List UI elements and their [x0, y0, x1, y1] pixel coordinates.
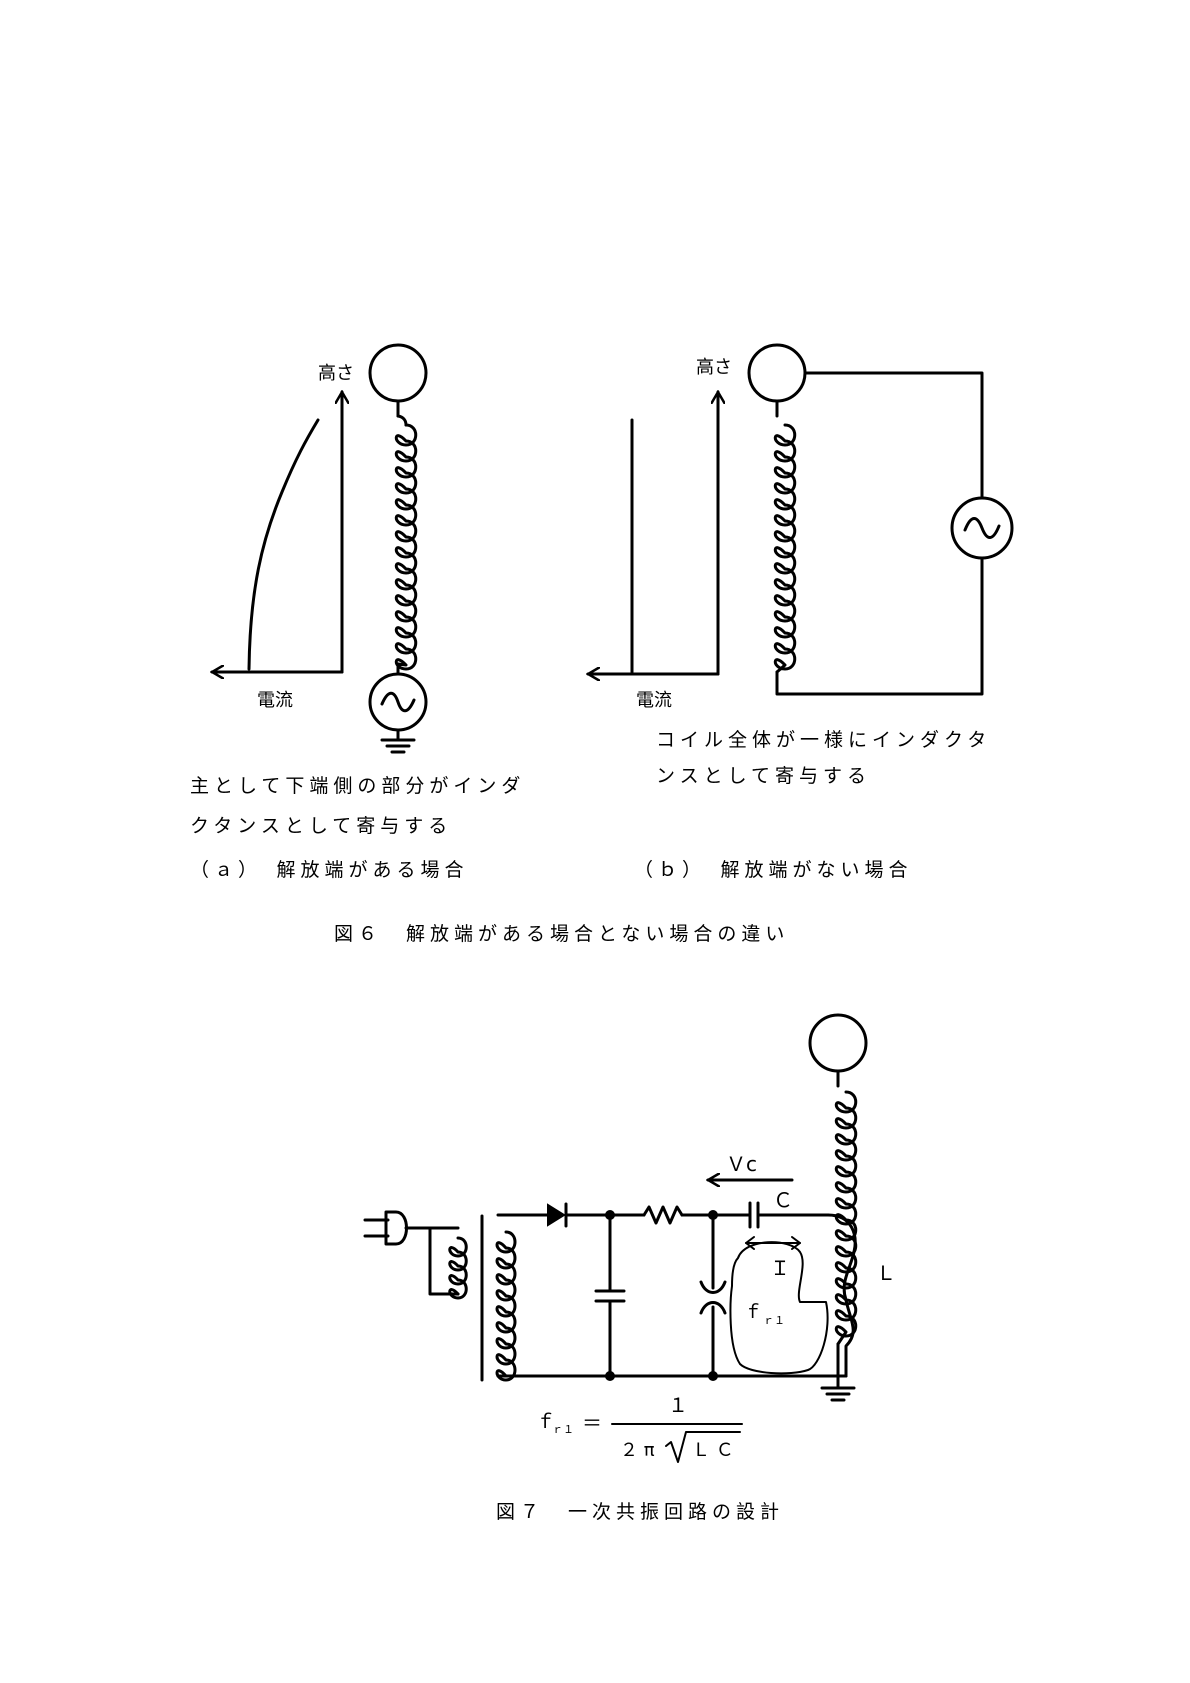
formula-numerator: １: [668, 1393, 688, 1417]
resistor-icon: [642, 1205, 684, 1225]
current-curve-a: [247, 418, 320, 671]
coil-b: [773, 423, 797, 674]
primary-lead: [404, 1226, 460, 1296]
description-a-line1: 主として下端側の部分がインダ: [190, 775, 525, 797]
formula-denominator-radicand: Ｌ Ｃ: [692, 1440, 734, 1461]
top-load-sphere-b: [747, 343, 807, 403]
ac-source-b: [950, 496, 1014, 560]
top-load-sphere-a: [368, 343, 428, 403]
primary-winding-l: [826, 1213, 857, 1378]
resonance-formula: ｆ ｒ１ ＝ １ ２ π Ｌ Ｃ: [536, 1393, 743, 1463]
transformer-secondary-coil: [495, 1230, 517, 1382]
label-l: Ｌ: [876, 1261, 896, 1285]
ac-wave-icon: [963, 517, 1001, 539]
subcaption-b: （ｂ） 解放端がない場合: [634, 859, 913, 881]
resonance-loop: [729, 1241, 829, 1375]
label-fr1: ｆ: [744, 1302, 762, 1323]
figure7-circuit: Ｖc Ｃ Ｉ ｆ ｒ１ Ｌ: [363, 1013, 896, 1402]
label-i: Ｉ: [770, 1256, 790, 1280]
description-b-line2: ンスとして寄与する: [656, 765, 871, 787]
ground-icon: [380, 738, 416, 754]
coil-a: [394, 423, 418, 671]
label-vc: Ｖc: [726, 1152, 757, 1176]
spark-gap-icon: [699, 1280, 727, 1315]
figure6-a: 高さ 電流 主として下端側の部分がインダ クタンスとして寄与する （ａ） 解放端…: [190, 343, 525, 881]
y-axis-label-b: 高さ: [696, 357, 732, 378]
formula-lhs: ｆ: [536, 1411, 555, 1433]
ground-icon: [820, 1386, 856, 1402]
formula-denominator-prefix: ２ π: [620, 1440, 655, 1461]
plug-icon: [363, 1210, 408, 1246]
y-axis-label-a: 高さ: [318, 363, 354, 384]
diode-icon: [547, 1202, 568, 1228]
wire-bottom-b: [775, 556, 984, 696]
figure6-caption: 図６ 解放端がある場合とない場合の違い: [334, 923, 789, 945]
description-a-line2: クタンスとして寄与する: [190, 815, 452, 837]
figure7-caption: 図７ 一次共振回路の設計: [496, 1501, 784, 1523]
transformer-primary-coil: [448, 1236, 468, 1300]
figure6-b: 高さ 電流 コイル全体が一様にインダクタ ンスとして寄与する （ｂ） 解放端がな…: [588, 343, 1014, 881]
wire-top-b: [803, 371, 984, 500]
formula-lhs-sub: ｒ１: [552, 1423, 574, 1436]
ac-wave-icon: [380, 691, 416, 713]
formula-equals: ＝: [582, 1411, 602, 1435]
description-b-line1: コイル全体が一様にインダクタ: [656, 729, 991, 751]
top-load-sphere-7: [808, 1013, 868, 1073]
label-fr1-sub: ｒ１: [763, 1314, 785, 1327]
sqrt-icon: [665, 1431, 741, 1463]
subcaption-a: （ａ） 解放端がある場合: [190, 859, 469, 881]
label-c: Ｃ: [773, 1188, 793, 1212]
x-axis-label-b: 電流: [636, 690, 672, 711]
x-axis-label-a: 電流: [257, 690, 293, 711]
